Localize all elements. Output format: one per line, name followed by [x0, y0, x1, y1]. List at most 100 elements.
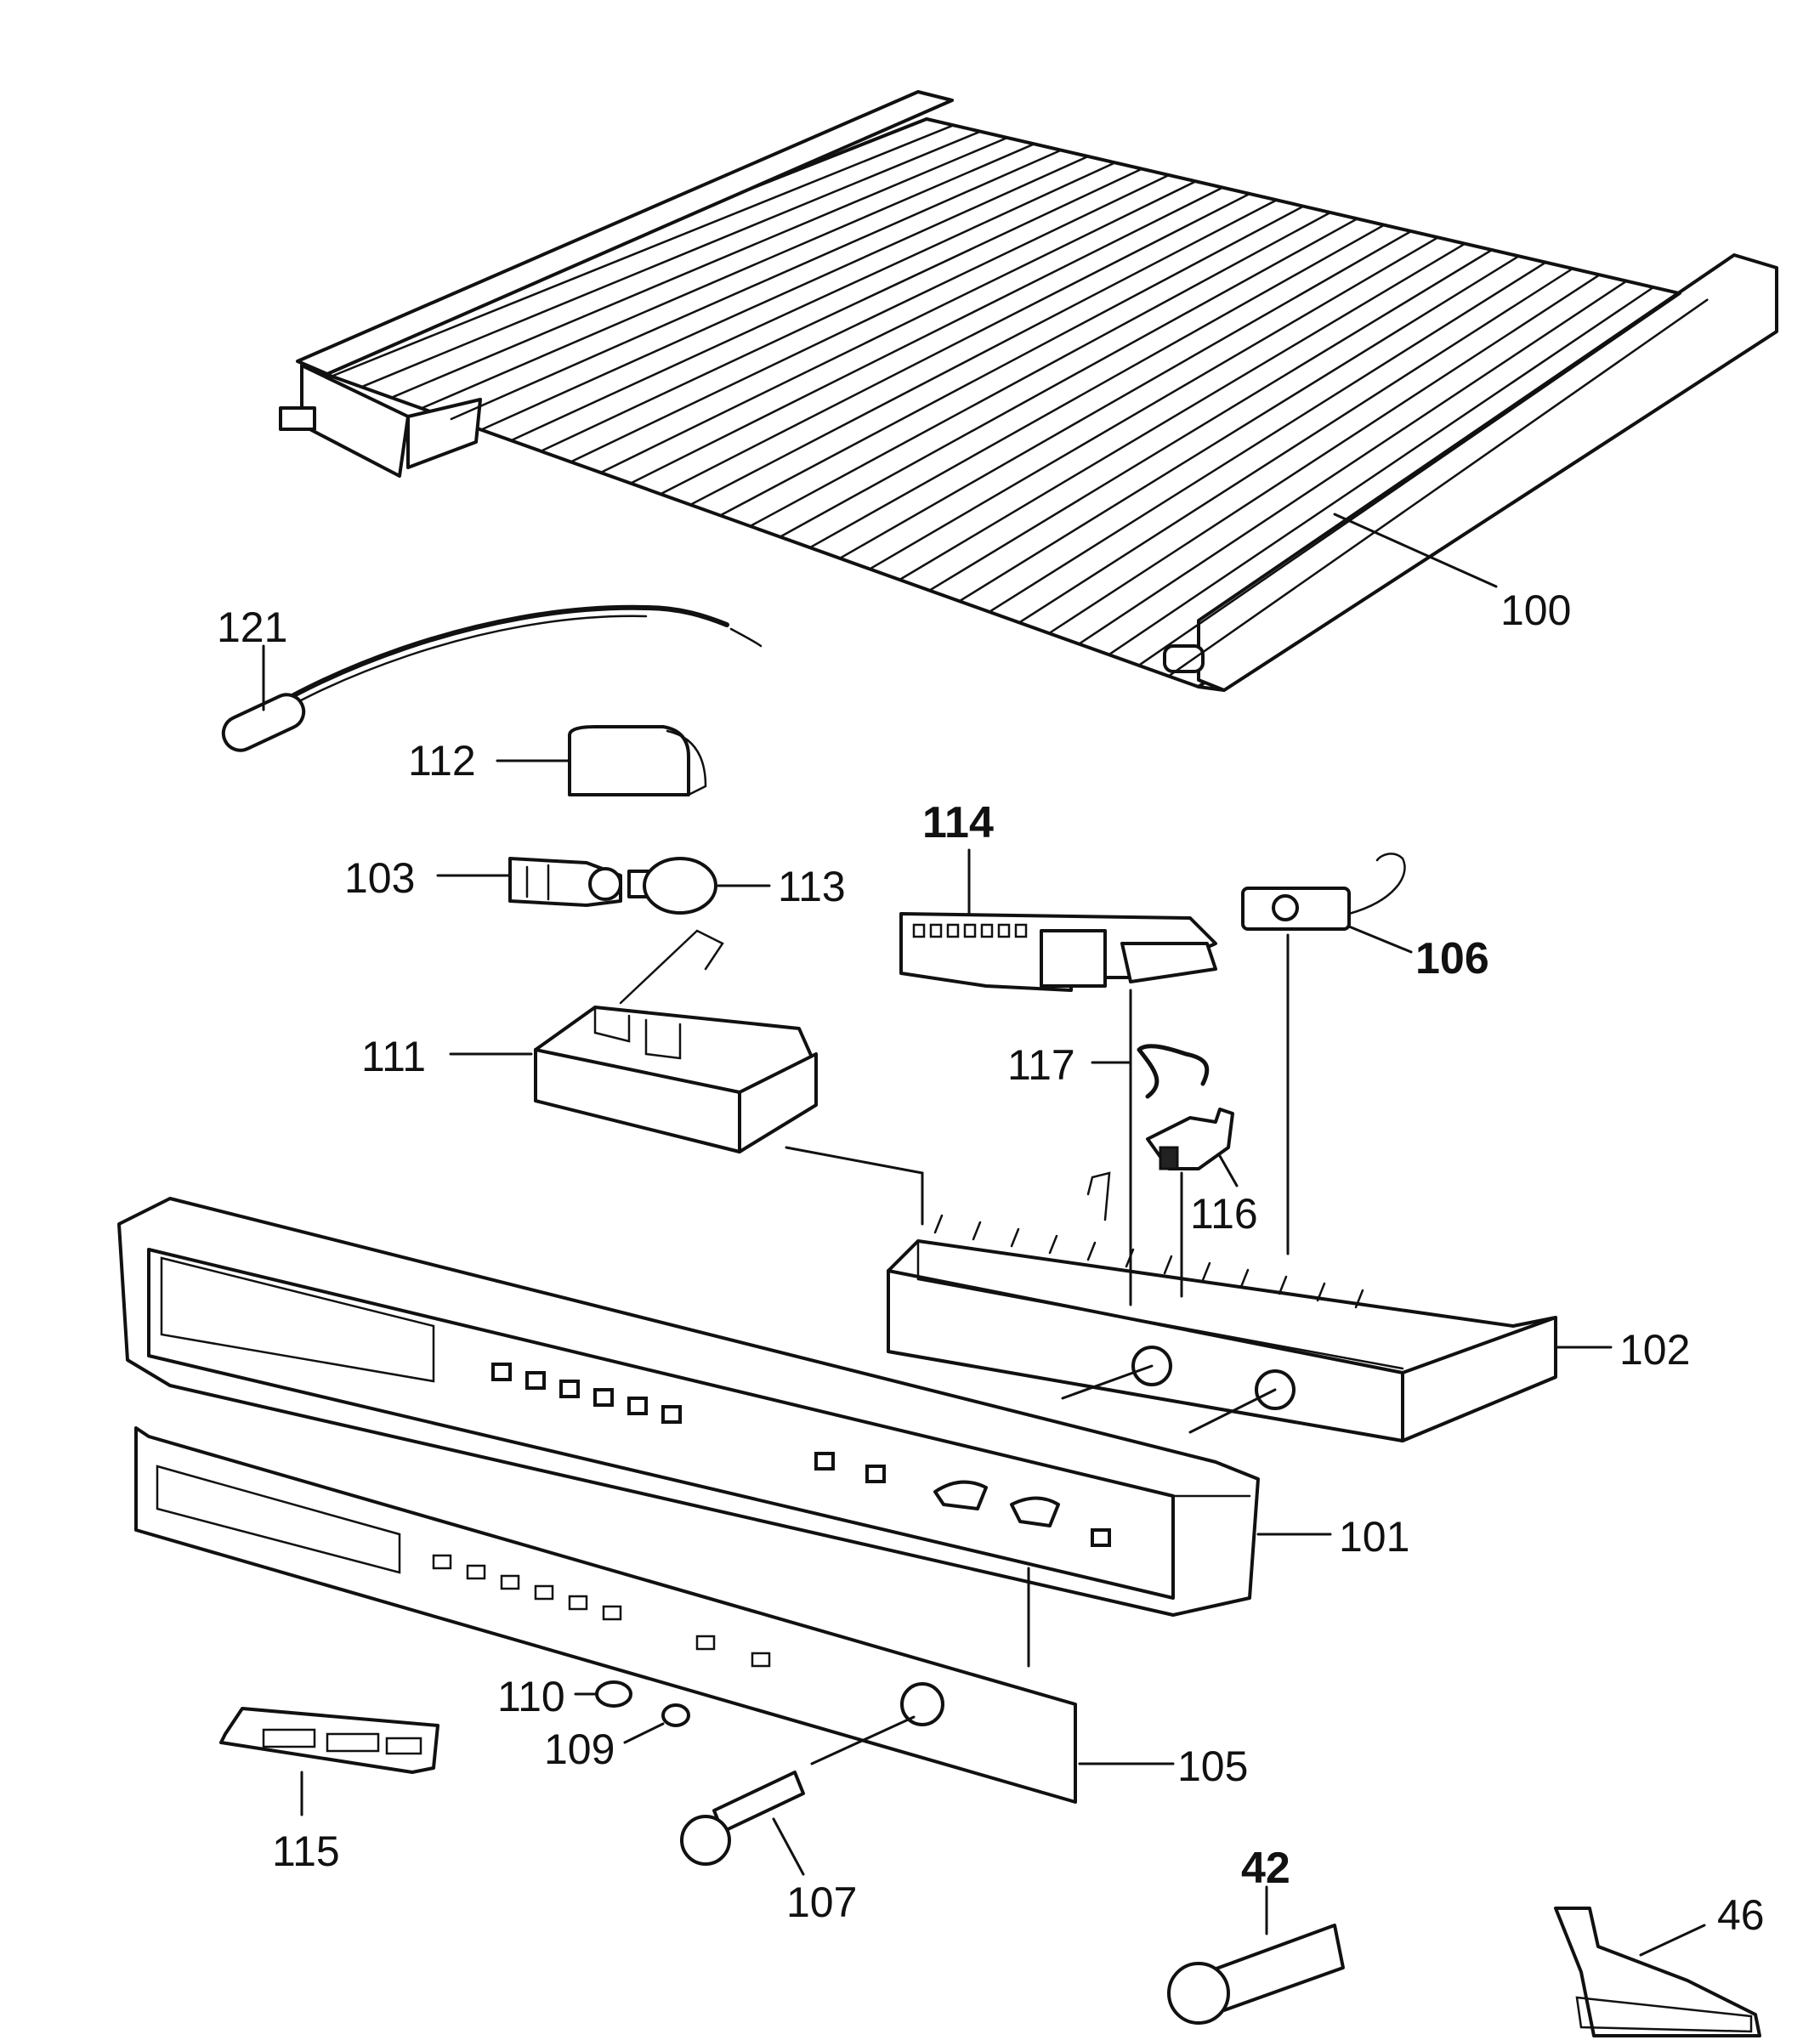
- housing-rib: [1201, 1261, 1211, 1282]
- part-label-114: 113: [778, 863, 846, 910]
- part-label-116: 116: [1190, 1190, 1258, 1238]
- housing-rib: [1163, 1255, 1173, 1275]
- part-label-101: 101: [1339, 1513, 1409, 1561]
- indicator-lamp-110-part: [595, 1680, 632, 1708]
- shelf-part: [279, 90, 1778, 692]
- bulb-part: [627, 857, 717, 915]
- housing-rib: [1354, 1289, 1364, 1309]
- panel-button-slot: [1091, 1528, 1111, 1547]
- panel-label-part: [134, 1426, 1077, 1804]
- callout-117: 117: [1007, 1041, 1132, 1089]
- panel-button-slot: [814, 1452, 835, 1470]
- shelf-slat: [838, 230, 1413, 560]
- callout-121: 121: [217, 604, 287, 711]
- board-terminal: [1014, 923, 1028, 938]
- shelf-slat: [629, 186, 1224, 484]
- part-label-115: 115: [272, 1828, 340, 1875]
- panel-button-slot: [559, 1380, 580, 1398]
- label-button-mark: [568, 1595, 588, 1611]
- callout-103: 114: [922, 798, 994, 915]
- shelf-slat: [808, 224, 1386, 549]
- shelf-slat: [1108, 286, 1655, 656]
- housing-rib: [1316, 1282, 1326, 1302]
- callout-105: 105: [1078, 1742, 1248, 1790]
- assembly-arrow-107: [810, 1715, 916, 1765]
- shelf-slat: [509, 162, 1116, 442]
- shelf-slat: [1167, 298, 1709, 677]
- board-terminal: [997, 923, 1011, 938]
- part-label-121: 121: [217, 604, 287, 651]
- part-label-42: 42: [1241, 1844, 1290, 1893]
- shelf-slat: [450, 149, 1063, 421]
- shelf-slat: [599, 180, 1197, 474]
- housing-rib: [972, 1221, 982, 1241]
- housing-rib: [1010, 1227, 1020, 1248]
- shelf-slat: [1137, 292, 1681, 667]
- shelf-slat: [1078, 280, 1628, 645]
- shelf-slat: [1047, 274, 1601, 635]
- part-label-113: 103: [344, 854, 415, 902]
- callout-115: 115: [272, 1771, 340, 1875]
- shelf-slat: [958, 255, 1520, 603]
- housing-rib: [1239, 1268, 1250, 1289]
- control-panel-part: [117, 1197, 1260, 1617]
- shelf-slat: [390, 136, 1009, 400]
- part-label-109: 109: [544, 1726, 615, 1773]
- part-label-105: 105: [1177, 1742, 1248, 1790]
- shelf-slat: [988, 261, 1547, 614]
- mounting-plate-part: [219, 1707, 439, 1774]
- part-label-110: 110: [497, 1673, 565, 1720]
- spring-clip-part: [1137, 1044, 1210, 1099]
- shelf-slat: [868, 236, 1439, 570]
- part-label-107: 107: [786, 1878, 857, 1926]
- callout-46: 46: [1639, 1891, 1765, 1957]
- callout-112: 112: [408, 737, 571, 785]
- assembly-arrow-111: [785, 1146, 924, 1226]
- part-label-46: 46: [1717, 1891, 1765, 1939]
- board-terminal: [980, 923, 994, 938]
- shelf-slat: [360, 130, 982, 388]
- shelf-slat: [899, 242, 1466, 581]
- shelf-slat: [570, 173, 1171, 463]
- shelf-slat: [779, 218, 1358, 538]
- label-button-mark: [466, 1564, 486, 1580]
- callout-109: 109: [544, 1722, 665, 1773]
- panel-button-slot: [661, 1405, 682, 1424]
- board-terminal: [963, 923, 977, 938]
- lamp-cover-part: [568, 725, 707, 796]
- hinge-part: [1554, 1907, 1761, 2037]
- board-terminal: [946, 923, 960, 938]
- control-housing-part: [887, 1171, 1557, 1442]
- label-button-mark: [751, 1652, 771, 1668]
- housing-rib: [1048, 1234, 1058, 1255]
- shaft-part: [680, 1771, 805, 1866]
- callout-111: 111: [361, 1033, 533, 1080]
- shelf-slat: [659, 192, 1251, 496]
- bracket-part: [1146, 1108, 1234, 1170]
- part-label-112: 112: [408, 737, 476, 785]
- panel-button-slot: [491, 1363, 512, 1381]
- housing-rib: [1086, 1241, 1097, 1261]
- panel-button-slot: [627, 1397, 648, 1415]
- housing-rib: [1278, 1275, 1288, 1295]
- part-label-100: 100: [1500, 586, 1571, 634]
- lamp-housing-part: [534, 929, 818, 1153]
- callout-107: 107: [772, 1817, 857, 1926]
- housing-rib: [933, 1214, 944, 1234]
- thermostat-part: [1241, 853, 1406, 931]
- callout-101: 101: [1256, 1513, 1409, 1561]
- label-button-mark: [695, 1635, 716, 1651]
- panel-button-slot: [865, 1465, 886, 1483]
- lamp-holder-part: [508, 857, 622, 907]
- assembly-arrow-knob-1: [1061, 1364, 1154, 1400]
- assembly-arrow-knob-2: [1188, 1388, 1277, 1434]
- label-button-mark: [500, 1574, 520, 1590]
- shelf-slat: [928, 248, 1494, 592]
- callout-113: 103: [344, 854, 512, 902]
- shelf-slat: [749, 211, 1332, 528]
- part-label-106: 106: [1415, 934, 1489, 983]
- shelf-slat: [689, 199, 1278, 507]
- control-board-part: [899, 912, 1217, 992]
- label-button-mark: [432, 1554, 452, 1570]
